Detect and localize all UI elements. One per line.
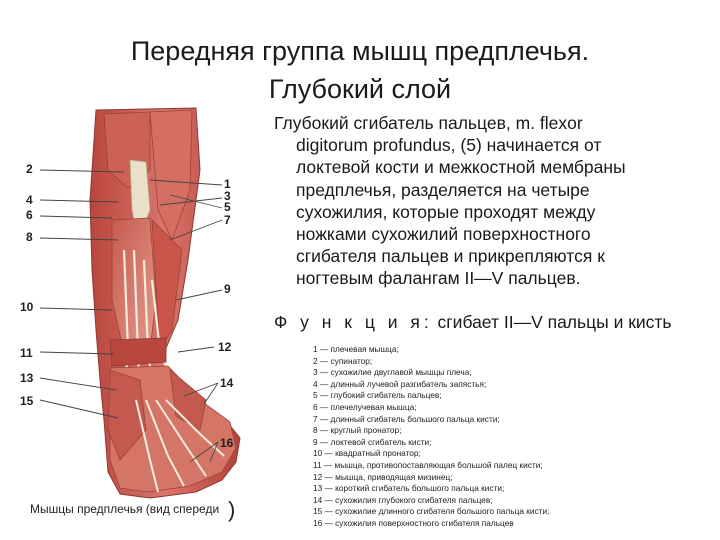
description-line: Глубокий сгибатель пальцев, m. flexor xyxy=(274,113,583,133)
legend-item: 7 — длинный сгибатель большого пальца ки… xyxy=(313,413,500,424)
legend-item: 8 — круглый пронатор; xyxy=(313,425,402,436)
label-6: 6 xyxy=(26,208,33,222)
forearm-muscles-drawing xyxy=(39,107,241,499)
label-12: 12 xyxy=(218,340,232,354)
label-11: 11 xyxy=(20,346,33,360)
hypothenar-muscles xyxy=(169,369,207,431)
legend-item: 4 — длинный лучевой разгибатель запястья… xyxy=(313,378,487,389)
label-14: 14 xyxy=(220,376,234,390)
description-line: сухожилия, которые проходят между xyxy=(296,201,596,222)
title-line-1: Передняя группа мышц предплечья. xyxy=(130,36,590,66)
figure-caption: Мышцы предплечья (вид спереди xyxy=(30,502,220,516)
label-5: 5 xyxy=(224,200,231,214)
legend-item: 10 — квадратный пронатор; xyxy=(313,448,421,459)
function-statement: Ф у н к ц и я: сгибает II—V пальцы и кис… xyxy=(274,312,672,333)
legend-item: 14 — сухожилия глубокого сгибателя пальц… xyxy=(313,494,493,505)
figure-legend: 1 — плечевая мышца; 2 — супинатор; 3 — с… xyxy=(313,344,549,530)
thenar-muscles xyxy=(107,369,147,461)
legend-item: 15 — сухожилие длинного сгибателя большо… xyxy=(313,506,550,517)
legend-item: 1 — плечевая мышца; xyxy=(313,344,399,354)
description-line: ногтевым фалангам II—V пальцев. xyxy=(296,268,581,289)
description-line: ножками сухожилий поверхностного xyxy=(296,224,591,245)
label-13: 13 xyxy=(20,371,34,385)
description-line: локтевой кости и межкостной мембраны xyxy=(296,157,626,178)
title-line-2: Глубокий слой xyxy=(268,74,452,104)
label-7: 7 xyxy=(224,213,231,227)
legend-item: 11 — мышца, противопоставляющая большой … xyxy=(313,459,543,470)
legend-item: 12 — мышца, приводящая мизинец; xyxy=(313,471,453,482)
pronator-quadratus xyxy=(109,337,167,367)
leader-lines xyxy=(39,169,223,463)
label-10: 10 xyxy=(20,300,34,314)
legend-item: 9 — локтевой сгибатель кисти; xyxy=(313,436,432,447)
brachioradialis-muscle xyxy=(149,109,193,242)
label-9: 9 xyxy=(224,282,231,296)
legend-item: 6 — плечелучевая мышца; xyxy=(313,401,417,412)
legend-item: 5 — глубокий сгибатель пальцев; xyxy=(313,390,442,401)
finger-tendons xyxy=(135,399,225,493)
function-text: сгибает II—V пальцы и кисть xyxy=(432,312,672,332)
description-line: сгибателя пальцев и прикрепляются к xyxy=(296,246,605,267)
legend-item: 13 — короткий сгибатель большого пальца … xyxy=(313,483,505,494)
label-2: 2 xyxy=(26,162,33,176)
slide-title: Передняя группа мышц предплечья. Глубоки… xyxy=(0,32,720,108)
legend-item: 3 — сухожилие двуглавой мышцы плеча; xyxy=(313,367,472,378)
legend-item: 2 — супинатор; xyxy=(313,355,373,366)
label-8: 8 xyxy=(26,230,33,244)
label-4: 4 xyxy=(26,193,33,207)
description-line: digitorum profundus, (5) начинается от xyxy=(296,135,602,156)
label-1: 1 xyxy=(224,177,231,191)
flexor-pollicis-muscle xyxy=(151,218,183,352)
description-line: предплечья, разделяется на четыре xyxy=(296,179,590,200)
function-label: Ф у н к ц и я: xyxy=(274,312,433,332)
forearm-illustration: 1 2 3 4 5 6 7 8 9 10 11 12 13 14 15 16 xyxy=(0,100,270,520)
label-3: 3 xyxy=(224,189,231,203)
caption-parenthesis: ) xyxy=(228,497,236,522)
muscle-description: Глубокий сгибатель пальцев, m. flexor di… xyxy=(274,112,694,290)
label-15: 15 xyxy=(20,394,34,408)
label-16: 16 xyxy=(220,436,234,450)
legend-item: 16 — сухожилия поверхностного сгибателя … xyxy=(313,517,514,528)
